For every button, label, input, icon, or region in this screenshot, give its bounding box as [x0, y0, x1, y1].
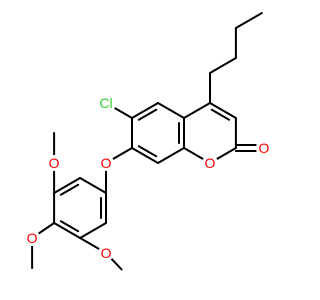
- bond: [209, 57, 237, 74]
- molecule-canvas: Cl O O O O O O: [24, 12, 272, 271]
- bond: [157, 147, 185, 164]
- bond: [37, 222, 56, 235]
- svg-text:O: O: [49, 155, 60, 171]
- ether-oxygen-atom: O: [98, 155, 115, 171]
- bond: [183, 147, 204, 160]
- bond: [157, 102, 185, 119]
- bond: [59, 220, 80, 233]
- bond: [79, 177, 107, 194]
- atom-labels: Cl O O O O O O: [24, 93, 272, 261]
- bond: [53, 177, 82, 194]
- svg-text:Cl: Cl: [99, 95, 112, 111]
- bond: [137, 108, 158, 121]
- bond: [79, 237, 101, 250]
- bond: [131, 102, 159, 119]
- bond-set: [31, 12, 263, 271]
- svg-text:O: O: [27, 230, 38, 246]
- bond: [234, 12, 263, 29]
- bond: [112, 106, 133, 119]
- chlorine-atom: Cl: [96, 93, 117, 113]
- bond: [137, 145, 158, 158]
- methoxy-oxygen-middle-atom: O: [24, 230, 41, 246]
- svg-text:O: O: [258, 140, 269, 156]
- bond: [112, 147, 133, 160]
- bond: [110, 257, 123, 271]
- bond: [183, 102, 211, 119]
- bond: [209, 102, 237, 119]
- methoxy-oxygen-bottom-atom: O: [98, 245, 115, 261]
- bond: [215, 147, 237, 160]
- structure-diagram: Cl O O O O O O: [24, 12, 272, 271]
- bond: [131, 147, 159, 164]
- bond: [53, 222, 82, 239]
- methoxy-oxygen-top-atom: O: [46, 155, 63, 171]
- svg-text:O: O: [205, 155, 216, 171]
- ring-oxygen-atom: O: [201, 155, 218, 171]
- bond: [59, 183, 80, 196]
- bond: [210, 108, 231, 121]
- svg-text:O: O: [101, 155, 112, 171]
- bond: [79, 222, 107, 239]
- svg-text:O: O: [101, 245, 112, 261]
- carbonyl-oxygen-atom: O: [255, 140, 272, 156]
